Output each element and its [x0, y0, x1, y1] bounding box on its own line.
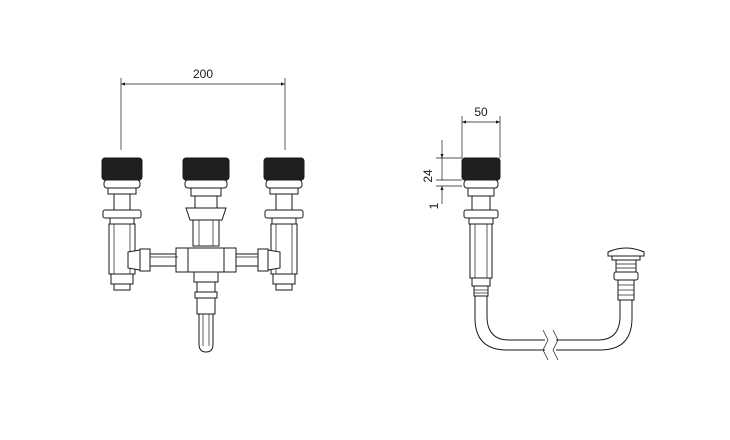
dimension-label-24: 24	[421, 169, 435, 183]
dimension-label-50: 50	[474, 105, 488, 119]
right-valve	[263, 157, 305, 291]
dimension-50: 50	[461, 105, 501, 158]
dimension-200: 200	[120, 67, 286, 150]
connector-pipes	[127, 247, 281, 273]
outlet-tube	[193, 271, 219, 353]
center-spout-body	[182, 157, 230, 247]
side-view: 50 24 1	[421, 105, 645, 361]
popup-waste	[607, 247, 645, 301]
flexible-hose	[474, 296, 633, 361]
dimension-height: 24 1	[421, 140, 462, 209]
dimension-label-200: 200	[193, 67, 213, 81]
left-valve	[101, 157, 143, 291]
front-view: 200	[101, 67, 305, 353]
dimension-label-1: 1	[427, 202, 441, 209]
side-valve	[461, 157, 501, 297]
